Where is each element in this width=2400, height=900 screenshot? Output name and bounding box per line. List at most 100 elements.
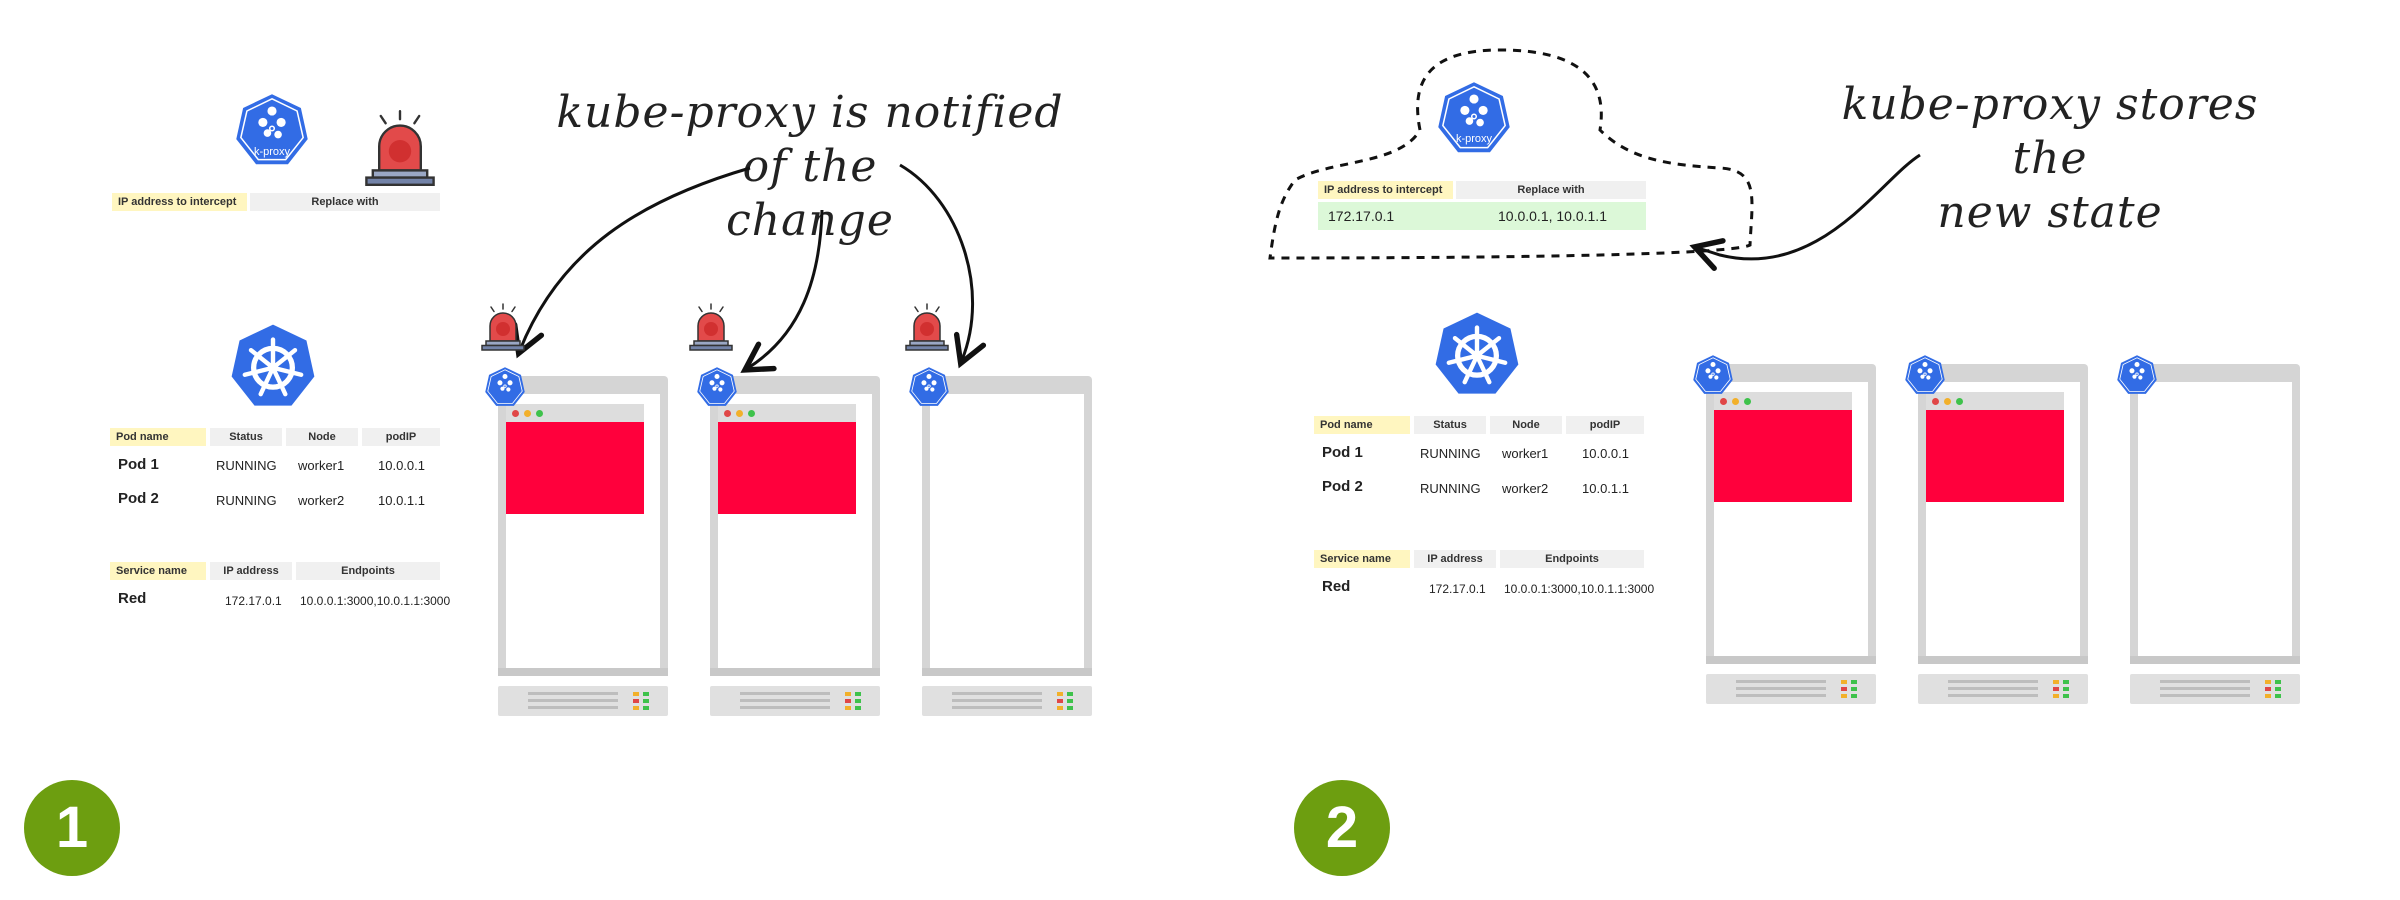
service-table-header-ip: IP address xyxy=(1414,550,1496,568)
rack-led xyxy=(845,692,851,696)
rack-line xyxy=(2160,680,2250,683)
rack-line xyxy=(2160,687,2250,690)
window-titlebar xyxy=(506,404,644,422)
service-row-ip: 172.17.0.1 xyxy=(225,594,282,608)
rack-led xyxy=(2053,694,2059,698)
minimize-dot-icon xyxy=(1944,398,1951,405)
red-app-pod xyxy=(506,422,644,514)
proxy-table-header-replace: Replace with xyxy=(250,193,440,211)
minimize-dot-icon xyxy=(736,410,743,417)
maximize-dot-icon xyxy=(1744,398,1751,405)
rack-line xyxy=(1736,694,1826,697)
rack-line xyxy=(740,706,830,709)
rack-led xyxy=(2275,680,2281,684)
dashed-cloud-outline xyxy=(1268,48,1754,260)
node-3-k-proxy-icon xyxy=(2116,354,2158,395)
worker-node-1 xyxy=(498,376,668,736)
rack-led xyxy=(1057,699,1063,703)
worker-node-3 xyxy=(2130,364,2300,724)
pod-row-1-status: RUNNING xyxy=(216,458,277,473)
annotation-line-2: new state xyxy=(1937,187,2163,238)
server-rack xyxy=(1706,674,1876,704)
annotation-line-2: change xyxy=(726,195,894,246)
pod-table-header-podip: podIP xyxy=(362,428,440,446)
rack-led xyxy=(845,706,851,710)
rack-led xyxy=(1067,706,1073,710)
node-1-k-proxy-icon xyxy=(484,366,526,407)
rack-line xyxy=(952,706,1042,709)
maximize-dot-icon xyxy=(748,410,755,417)
proxy-row-ip: 172.17.0.1 xyxy=(1328,208,1395,224)
maximize-dot-icon xyxy=(536,410,543,417)
rack-line xyxy=(528,706,618,709)
worker-node-2 xyxy=(710,376,880,736)
service-table-header-name: Service name xyxy=(1314,550,1410,568)
rack-led xyxy=(633,692,639,696)
pod-row-2-node: worker2 xyxy=(298,493,345,508)
pod-table-header-status: Status xyxy=(210,428,282,446)
rack-led xyxy=(2275,687,2281,691)
window-titlebar xyxy=(1926,392,2064,410)
pod-row-2-name: Pod 2 xyxy=(1322,478,1363,495)
pod-table-header-node: Node xyxy=(1490,416,1562,434)
rack-led xyxy=(1057,692,1063,696)
rack-led xyxy=(1851,680,1857,684)
annotation-note: kube-proxy stores the new state xyxy=(1840,78,2260,240)
close-dot-icon xyxy=(512,410,519,417)
kubernetes-helm-icon xyxy=(1432,310,1522,398)
rack-led xyxy=(845,699,851,703)
k-proxy-label: k-proxy xyxy=(253,146,291,158)
service-table-header-ip: IP address xyxy=(210,562,292,580)
rack-led xyxy=(1067,699,1073,703)
pod-row-2-node: worker2 xyxy=(1502,481,1549,496)
rack-line xyxy=(2160,694,2250,697)
proxy-state-outline xyxy=(1268,48,1921,271)
rack-line xyxy=(740,692,830,695)
rack-led xyxy=(855,699,861,703)
rack-led xyxy=(2265,687,2271,691)
rack-line xyxy=(1736,687,1826,690)
rack-line xyxy=(1948,687,2038,690)
rack-led xyxy=(1841,687,1847,691)
service-row-endpoints: 10.0.0.1:3000,10.0.1.1:3000 xyxy=(1504,582,1655,596)
rack-led xyxy=(2063,694,2069,698)
pod-table-header-node: Node xyxy=(286,428,358,446)
rack-led xyxy=(1841,680,1847,684)
server-screen xyxy=(2138,382,2292,656)
k-proxy-label: k-proxy xyxy=(1455,133,1493,145)
pod-table-header-name: Pod name xyxy=(1314,416,1410,434)
rack-line xyxy=(1736,680,1826,683)
minimize-dot-icon xyxy=(1732,398,1739,405)
server-rack xyxy=(498,686,668,716)
proxy-table-row: 172.17.0.1 10.0.0.1, 10.0.1.1 xyxy=(1318,202,1646,230)
close-dot-icon xyxy=(724,410,731,417)
service-table-header-endpoints: Endpoints xyxy=(1500,550,1644,568)
rack-led xyxy=(2063,680,2069,684)
red-app-pod xyxy=(718,422,856,514)
proxy-table-header-ip: IP address to intercept xyxy=(112,193,247,211)
window-titlebar xyxy=(718,404,856,422)
panel-step-1: k-proxy IP address to intercept Replace … xyxy=(24,86,1092,876)
rack-led xyxy=(2063,687,2069,691)
annotation-note: kube-proxy is notified of the change xyxy=(540,86,1080,248)
service-row-endpoints: 10.0.0.1:3000,10.0.1.1:3000 xyxy=(300,594,451,608)
rack-led xyxy=(2265,694,2271,698)
maximize-dot-icon xyxy=(1956,398,1963,405)
node-1-k-proxy-icon xyxy=(1692,354,1734,395)
server-frame-base xyxy=(2130,656,2300,664)
rack-led xyxy=(633,699,639,703)
worker-node-2 xyxy=(1918,364,2088,724)
close-dot-icon xyxy=(1932,398,1939,405)
server-rack xyxy=(1918,674,2088,704)
server-frame-base xyxy=(1706,656,1876,664)
pod-row-2-status: RUNNING xyxy=(216,493,277,508)
pod-row-2-ip: 10.0.1.1 xyxy=(1582,481,1629,496)
pod-row-1-ip: 10.0.0.1 xyxy=(378,458,425,473)
node-3-k-proxy-icon xyxy=(908,366,950,407)
server-screen xyxy=(930,394,1084,668)
service-row-name: Red xyxy=(1322,578,1351,595)
pod-row-1-name: Pod 1 xyxy=(1322,444,1363,461)
service-row-ip: 172.17.0.1 xyxy=(1429,582,1486,596)
server-rack xyxy=(922,686,1092,716)
rack-led xyxy=(643,706,649,710)
